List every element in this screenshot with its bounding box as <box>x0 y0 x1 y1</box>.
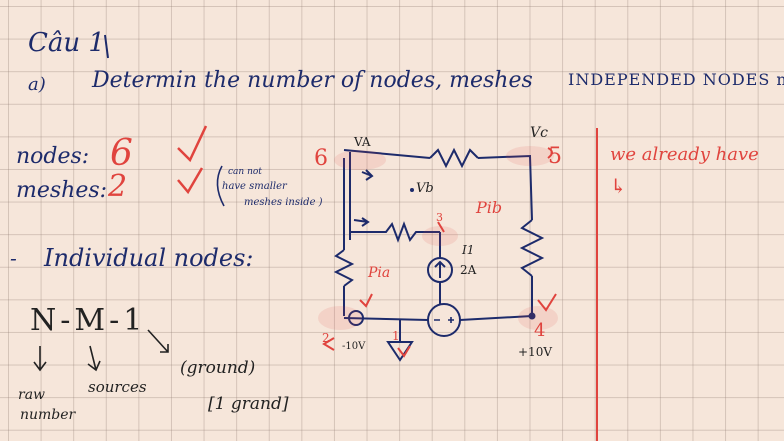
node-3: 3 <box>436 211 443 224</box>
formula-expression: N-M-1 <box>30 303 147 338</box>
source-label: I1 <box>462 243 475 257</box>
label-vc: Vc <box>530 125 548 141</box>
voltage-minus: -10V <box>342 341 366 352</box>
part-label: a) <box>28 74 46 95</box>
mesh-current-a: Pia <box>368 265 391 281</box>
side-note-arrow: ↳ <box>610 174 627 198</box>
node-dot <box>528 312 536 320</box>
plus-minus-icon <box>434 317 454 323</box>
node-1: 1 <box>392 329 400 343</box>
voltage-source-icon <box>427 303 461 337</box>
source-value: 2A <box>460 263 477 277</box>
nodes-label: nodes: <box>16 144 90 169</box>
node-dot <box>410 188 414 192</box>
red-markings <box>322 147 557 358</box>
formula-number: number <box>20 407 76 423</box>
arrow-down-icon <box>87 345 101 372</box>
bullet-dash: - <box>10 246 17 270</box>
label-va: VA <box>354 135 371 149</box>
formula-raw: raw <box>18 387 46 403</box>
meshes-note-1: can not <box>228 167 262 177</box>
node-4: 4 <box>534 320 546 341</box>
formula-ground-paren: (ground) <box>180 358 256 378</box>
formula-ground-bracket: [1 grand] <box>208 394 289 414</box>
nodes-value: 6 <box>110 133 133 174</box>
side-note-text: we already have <box>610 144 759 165</box>
independent-nodes-note: INDEPENDED NODES n m <box>568 70 784 89</box>
arrow-diag-icon <box>147 329 169 353</box>
red-highlights <box>318 146 558 330</box>
circuit-wires <box>333 147 545 362</box>
individual-nodes-title: Individual nodes: <box>44 244 254 272</box>
meshes-value: 2 <box>108 169 128 204</box>
voltage-plus: +10V <box>518 345 552 359</box>
check-mark-icon <box>177 125 208 163</box>
meshes-note-2: have smaller <box>222 181 287 192</box>
note-paren <box>216 165 225 207</box>
label-vb: Vb <box>416 181 434 196</box>
title-number-stroke <box>104 34 109 59</box>
question-text: Determin the number of nodes, meshes <box>92 68 533 93</box>
arrow-up-icon <box>434 260 446 278</box>
mesh-current-b: Pib <box>476 198 503 217</box>
check-mark-icon <box>177 167 204 195</box>
voltage-source-small-icon <box>348 310 364 326</box>
current-source-icon <box>427 257 453 283</box>
meshes-label: meshes: <box>16 178 108 203</box>
question-title: Câu 1 <box>28 28 105 58</box>
arrow-down-icon <box>33 346 47 372</box>
meshes-note-3: meshes inside ) <box>244 197 323 208</box>
node-6: 6 <box>314 146 328 171</box>
formula-sources: sources <box>88 378 147 396</box>
node-2: 2 <box>322 331 330 345</box>
